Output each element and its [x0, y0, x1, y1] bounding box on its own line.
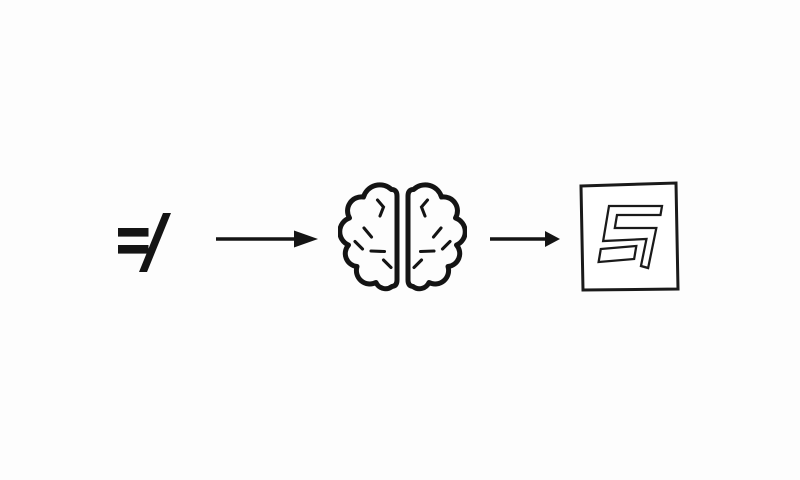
logo-badge — [576, 178, 686, 296]
equals-bar-bottom — [118, 245, 149, 254]
brain-outline-icon — [338, 180, 467, 296]
arrow-head — [294, 230, 318, 248]
equals-bar-top — [118, 228, 149, 237]
brain-right-hemisphere — [408, 185, 465, 289]
five-glyph-main — [601, 204, 664, 270]
arrow-right-icon — [216, 230, 318, 248]
arrow-head — [545, 231, 560, 247]
brain-icon — [338, 180, 467, 296]
five-glyph-bottom-bar — [597, 244, 638, 264]
emoticon-symbol — [112, 206, 176, 276]
flow-arrow-2 — [484, 226, 564, 252]
slash-stroke — [139, 213, 171, 272]
arrow-right-icon — [490, 231, 560, 247]
not-equal-icon — [118, 213, 171, 272]
flow-arrow-1 — [210, 226, 322, 252]
brain-left-hemisphere — [340, 185, 397, 289]
logo-badge-icon — [579, 181, 680, 292]
five-glyph — [597, 204, 664, 270]
